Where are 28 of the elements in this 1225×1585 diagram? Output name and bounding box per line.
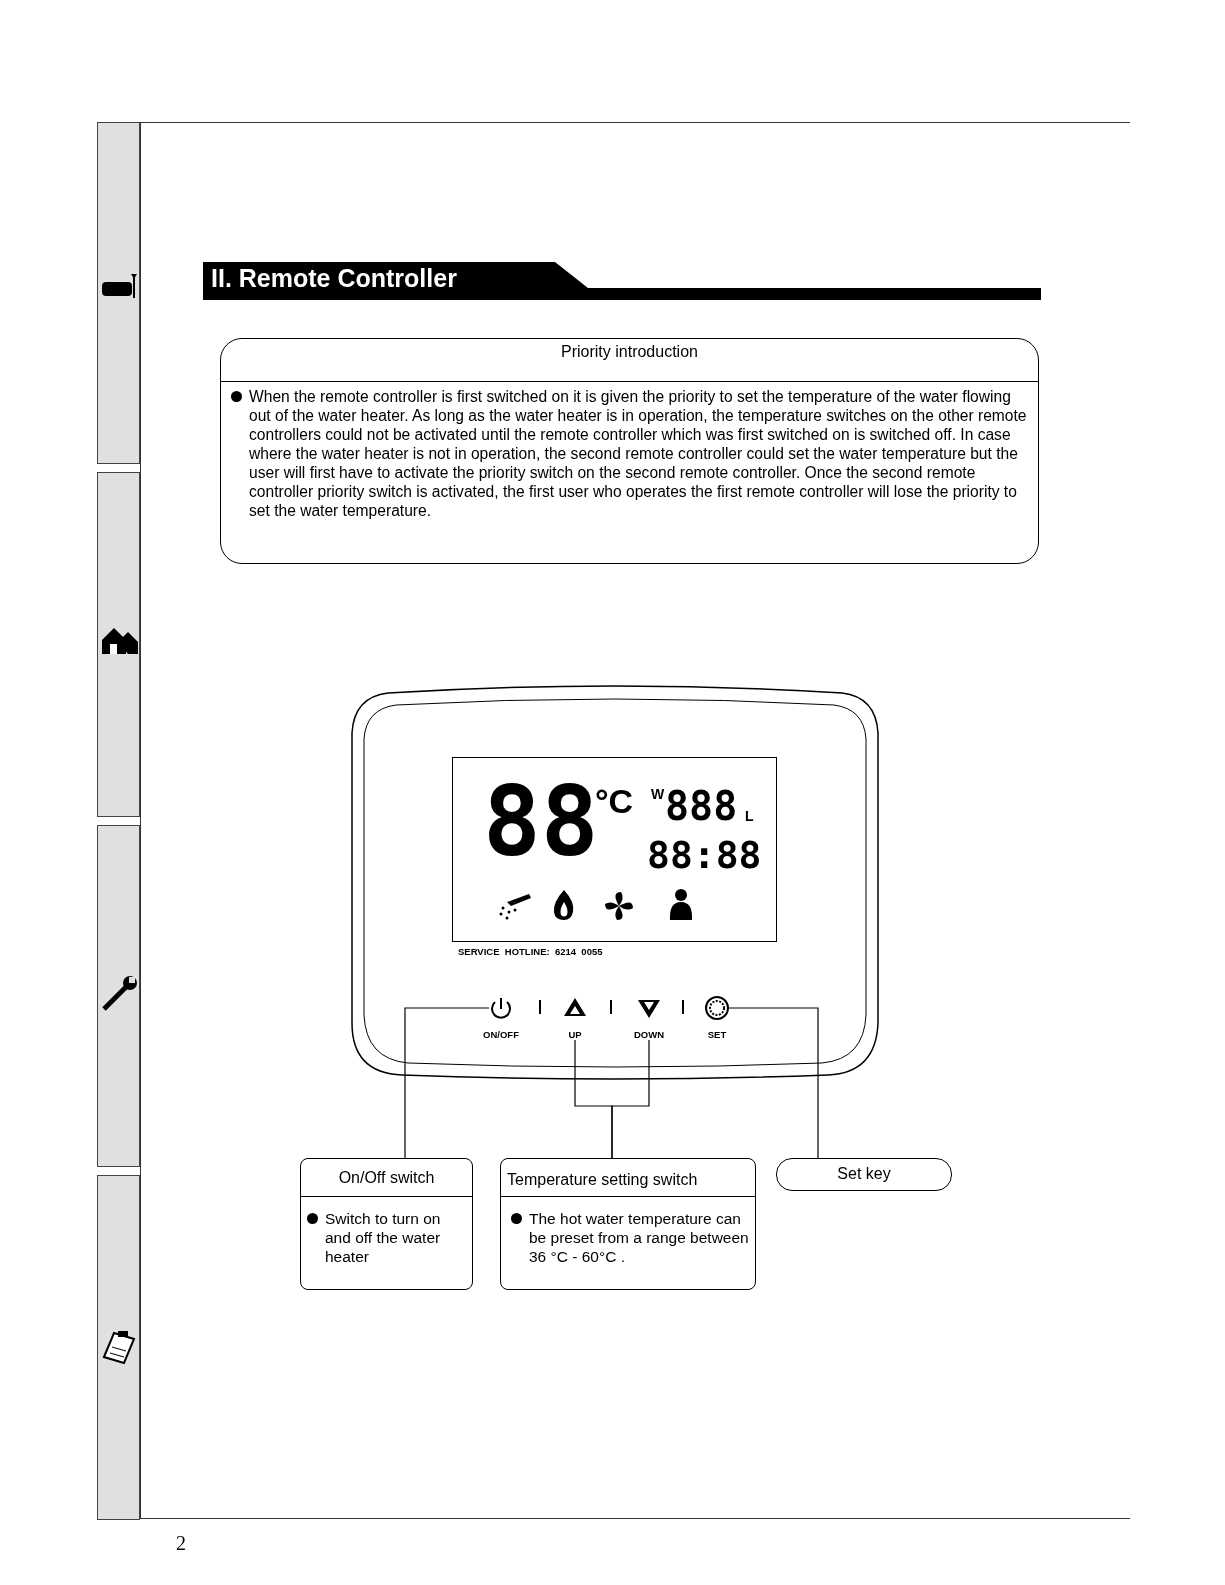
button-label: DOWN [632,1029,666,1040]
description-text: Switch to turn on and off the water heater [325,1209,442,1266]
lcd-digits: 88:88 [647,834,762,876]
lcd-digits: 888 [665,784,738,828]
lcd-indicator: L [745,808,754,824]
leader-line [728,1007,819,1159]
power-button [489,996,513,1020]
callout-heading: Temperature setting switch [507,1171,699,1189]
remote-controller-drawing [348,683,882,1080]
callout-box [776,1158,952,1191]
section-title: II. Remote Controller [211,264,457,293]
panel-heading: Priority introduction [560,343,699,361]
button-label: ON/OFF [482,1029,520,1040]
leader-line [404,1007,490,1159]
hotline-text: SERVICE HOTLINE: 6214 0055 [458,946,603,957]
description-text: When the remote controller is first switched on it is given the priority to set the temperature of the water flowing out of the water heater. As long as the water heater is in operation, the temperature switches on the other remote controllers could not be activated until the remote controller which was first switched on is switched off. In case where the water heater is not in operation, the second remote controller could set the water temperature but the user will first have to activate the priority switch on the second remote controller. Once the second remote controller priority switch is activated, the first user who operates the first remote controller will lose the priority to set the water temperature. [249,387,1028,520]
info-panel [220,338,1039,564]
callout-heading: On/Off switch [337,1169,436,1187]
button-label: UP [567,1029,583,1040]
description-text: The hot water temperature can be preset from a range between 36 °C - 60°C . [529,1209,750,1266]
button-label: SET [706,1029,728,1040]
callout-box [500,1158,756,1290]
callout-heading: Set key [836,1165,892,1183]
settings-button [705,996,729,1020]
leader-line [611,1039,650,1159]
lcd-indicator: W [651,786,665,802]
callout-box [300,1158,473,1290]
page-number: 2 [176,1532,186,1555]
